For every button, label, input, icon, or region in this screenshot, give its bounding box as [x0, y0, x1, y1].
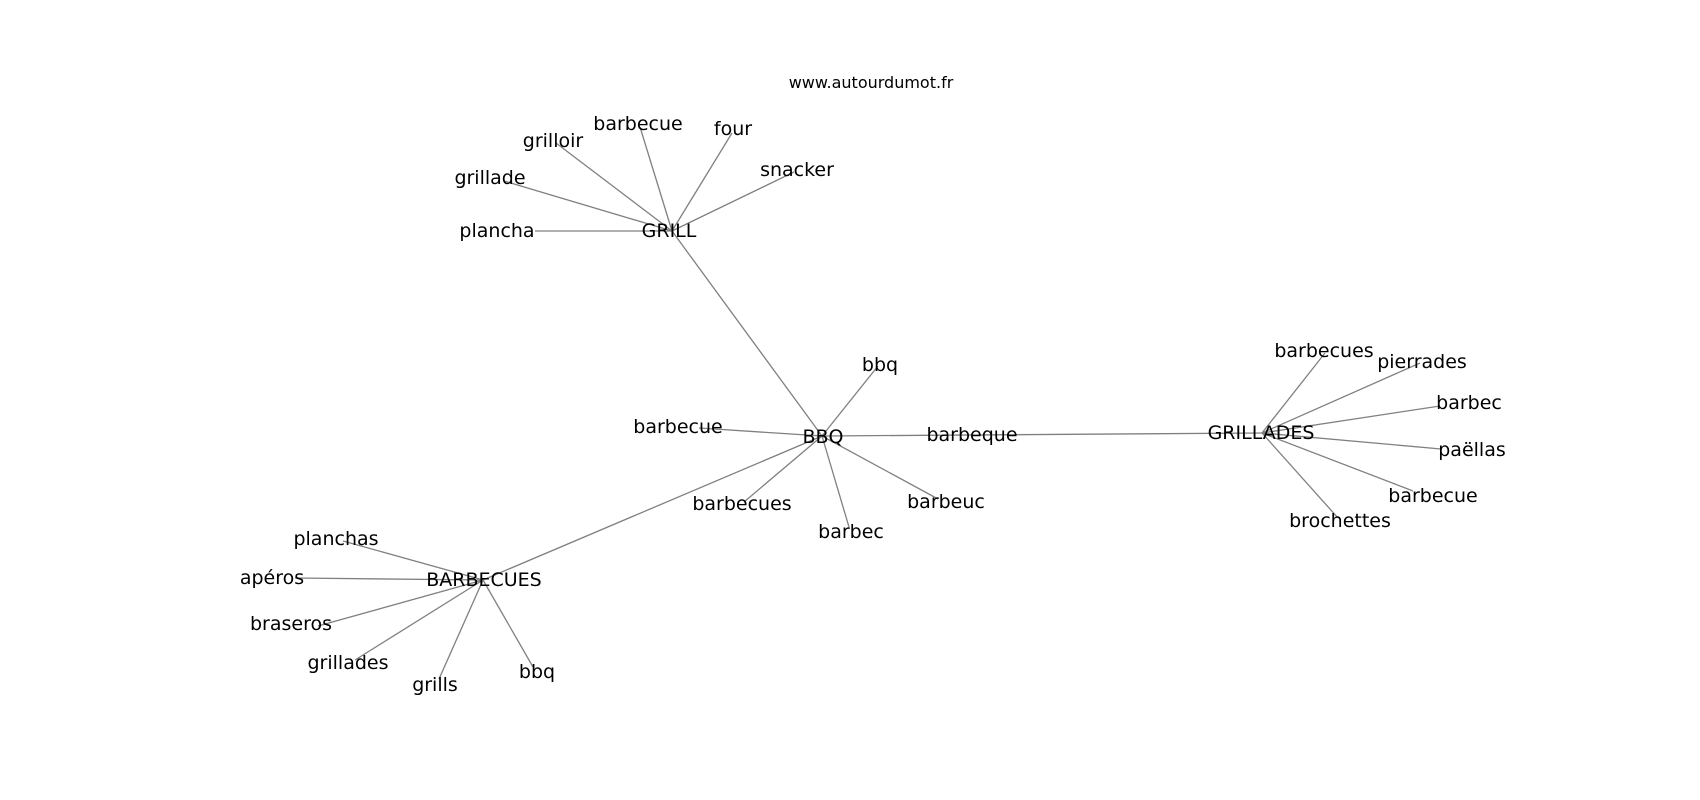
graph-labels: www.autourdumot.fr BBQ GRILL BARBECUES G… — [240, 73, 1506, 696]
word-grill-four[interactable]: four — [714, 118, 752, 140]
word-barbecues-grills[interactable]: grills — [412, 674, 458, 696]
word-grillades-barbecue[interactable]: barbecue — [1388, 485, 1477, 507]
word-grill-barbecue[interactable]: barbecue — [593, 113, 682, 135]
edge-grillades-paellas — [1261, 432, 1442, 450]
word-grillades-pierrades[interactable]: pierrades — [1377, 351, 1467, 373]
graph-edges — [294, 126, 1442, 680]
edge-grillades-brochettes — [1261, 432, 1339, 519]
edge-bbq-barbecues — [743, 435, 823, 503]
word-grillades-brochettes[interactable]: brochettes — [1289, 510, 1391, 532]
edge-bbq-bbq — [821, 365, 879, 437]
edge-bbq-barbecues-hub — [482, 435, 823, 581]
word-grillades-barbecues[interactable]: barbecues — [1274, 340, 1373, 362]
word-grill-grilloir[interactable]: grilloir — [523, 130, 584, 152]
edge-grill-barbecue — [639, 126, 673, 232]
word-barbecues-braseros[interactable]: braseros — [250, 613, 332, 635]
edge-barbecues-braseros — [317, 579, 484, 627]
hub-bbq[interactable]: BBQ — [802, 426, 843, 448]
word-grill-plancha[interactable]: plancha — [459, 220, 534, 242]
word-barbecues-aperos[interactable]: apéros — [240, 567, 304, 589]
edge-barbecues-aperos — [294, 577, 484, 581]
edge-bbq-barbeuc — [821, 435, 939, 500]
edge-grillades-pierrades — [1261, 362, 1421, 434]
edge-bbq-grillades-hub — [821, 432, 1263, 437]
word-bbq-barbeque[interactable]: barbeque — [926, 424, 1017, 446]
word-bbq-bbq[interactable]: bbq — [862, 354, 898, 376]
word-bbq-barbeuc[interactable]: barbeuc — [907, 491, 985, 513]
word-barbecues-bbq[interactable]: bbq — [519, 661, 555, 683]
edge-bbq-barbec — [821, 435, 850, 528]
word-grill-snacker[interactable]: snacker — [760, 159, 834, 181]
edge-grillades-barbecues — [1261, 352, 1326, 434]
credit-text[interactable]: www.autourdumot.fr — [789, 73, 954, 92]
hub-grillades[interactable]: GRILLADES — [1208, 422, 1315, 444]
hub-grill[interactable]: GRILL — [642, 220, 697, 242]
word-bbq-barbecues[interactable]: barbecues — [692, 493, 791, 515]
word-grillades-paellas[interactable]: paëllas — [1438, 439, 1506, 461]
edge-bbq-grill — [671, 230, 823, 437]
edge-grill-four — [671, 132, 733, 232]
edge-bbq-barbecue — [698, 427, 823, 437]
word-bbq-barbecue[interactable]: barbecue — [633, 416, 722, 438]
word-barbecues-planchas[interactable]: planchas — [293, 528, 378, 550]
edge-barbecues-bbq — [482, 579, 534, 668]
word-bbq-barbec[interactable]: barbec — [818, 521, 884, 543]
edge-grill-grillade — [503, 180, 673, 232]
hub-barbecues[interactable]: BARBECUES — [426, 569, 542, 591]
word-barbecues-grillades[interactable]: grillades — [307, 652, 388, 674]
edge-grillades-barbecue — [1261, 432, 1414, 492]
word-grill-grillade[interactable]: grillade — [454, 167, 525, 189]
edge-grillades-barbec — [1261, 405, 1441, 434]
edge-barbecues-grills — [438, 579, 484, 680]
edge-barbecues-grillades — [354, 579, 484, 661]
edge-grill-grilloir — [555, 142, 673, 232]
word-grillades-barbec[interactable]: barbec — [1436, 392, 1502, 414]
edge-barbecues-planchas — [342, 540, 484, 581]
edge-grill-snacker — [671, 171, 795, 232]
